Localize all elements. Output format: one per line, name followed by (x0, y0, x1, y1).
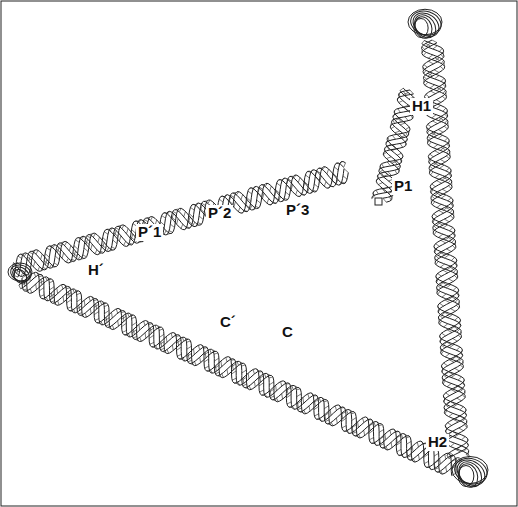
helix-ribbons (8, 7, 490, 491)
coil-turn (456, 461, 481, 489)
part-label: H1 (410, 98, 433, 115)
part-label: H2 (426, 434, 449, 451)
coil-turn (10, 264, 32, 286)
hatching (14, 161, 345, 277)
bottom-helix (19, 272, 462, 475)
strand (21, 274, 456, 473)
coil-turn (458, 466, 474, 487)
strand (14, 167, 349, 275)
left-coil (8, 262, 33, 285)
coil-turn (452, 455, 489, 491)
part-label: C´ (218, 314, 238, 331)
part-label: P´1 (136, 224, 163, 241)
left-helix (12, 161, 348, 277)
coil-turn (8, 263, 32, 281)
coil-turn (409, 8, 444, 41)
coil-turn (11, 267, 29, 286)
strand (18, 162, 346, 278)
end-box (375, 198, 382, 205)
strand (12, 168, 344, 276)
top-coil (408, 7, 445, 42)
coil-turn (8, 262, 33, 283)
part-label: H´ (86, 262, 106, 279)
part-label: C (280, 324, 295, 341)
coil-turn (410, 11, 440, 42)
strand (19, 272, 452, 475)
corner-coil (451, 454, 490, 491)
hatching (19, 273, 456, 476)
part-label: P´3 (284, 202, 311, 219)
part-label: P´2 (206, 205, 233, 222)
coil-turn (454, 457, 486, 491)
strand (22, 277, 459, 472)
part-label: P1 (392, 178, 414, 195)
coil-turn (412, 15, 434, 41)
coil-turn (414, 19, 428, 38)
